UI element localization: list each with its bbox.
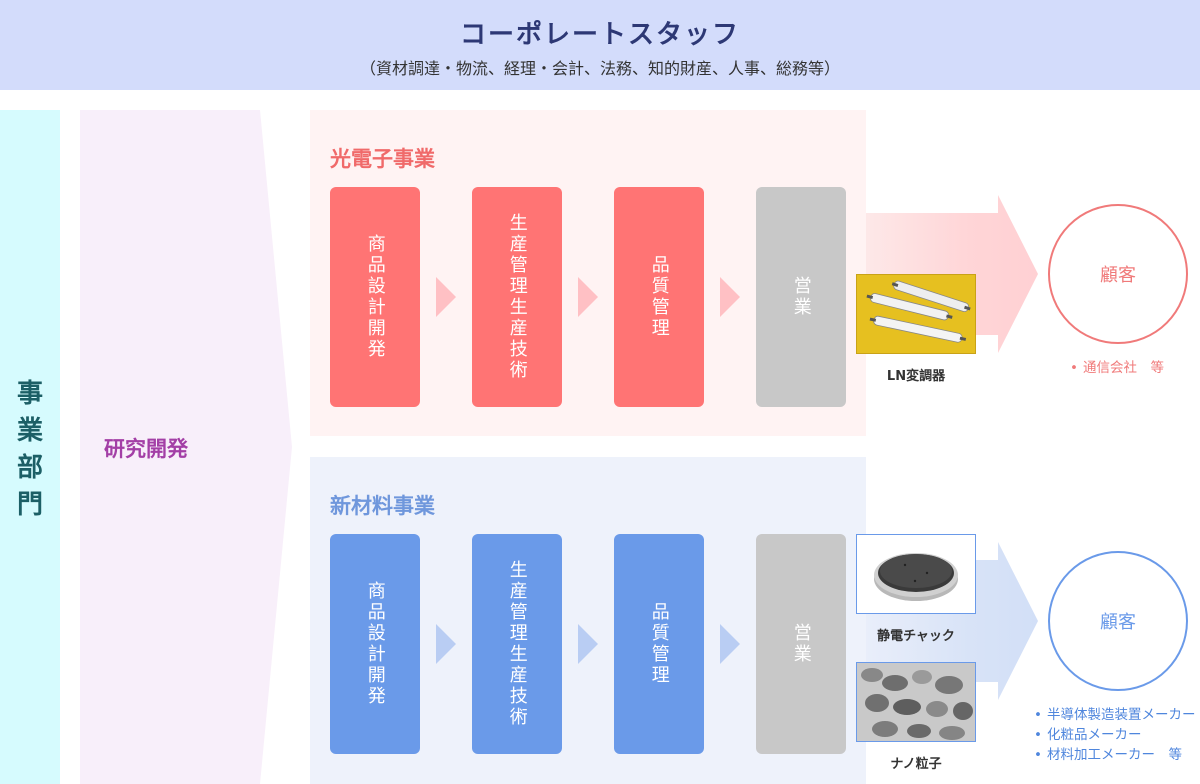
nanoparticle-photo: [856, 662, 976, 742]
chevron-right-icon: [578, 624, 598, 664]
mat-step-sales: 営業: [756, 534, 846, 754]
new-materials-title: 新材料事業: [330, 494, 435, 518]
materials-customer-circle: 顧客: [1048, 551, 1188, 691]
opto-step-quality-control: 品質管理: [614, 187, 704, 407]
ln-modulator-image: [856, 274, 976, 354]
chevron-right-icon: [578, 277, 598, 317]
nanoparticle-image: [857, 663, 975, 741]
rnd-arrow-shape: [80, 110, 292, 784]
electrostatic-chuck-photo: [856, 534, 976, 614]
list-item: 半導体製造装置メーカー: [1034, 705, 1196, 725]
nanoparticle-caption: ナノ粒子: [890, 757, 942, 772]
ln-modulator-caption: LN変調器: [886, 369, 946, 384]
rnd-label: 研究開発: [104, 437, 188, 461]
list-item: 通信会社 等: [1070, 358, 1164, 378]
electrostatic-chuck-image: [857, 535, 975, 613]
opto-step-production: 生産管理 生産技術: [472, 187, 562, 407]
opto-step-sales: 営業: [756, 187, 846, 407]
electrostatic-chuck-caption: 静電チャック: [877, 629, 955, 644]
chevron-right-icon: [720, 624, 740, 664]
mat-step-quality-control: 品質管理: [614, 534, 704, 754]
opto-step-product-design: 商品設計開発: [330, 187, 420, 407]
chevron-right-icon: [436, 624, 456, 664]
corporate-staff-title: コーポレートスタッフ: [459, 20, 740, 50]
ln-modulator-photo: [856, 274, 976, 354]
corporate-staff-banner: コーポレートスタッフ （資材調達・物流、経理・会計、法務、知的財産、人事、総務等…: [0, 0, 1200, 90]
business-division-bar: [0, 110, 60, 784]
chevron-right-icon: [720, 277, 740, 317]
list-item: 材料加工メーカー 等: [1034, 745, 1195, 765]
opto-customer-circle: 顧客: [1048, 204, 1188, 344]
materials-customer-list: 半導体製造装置メーカー 化粧品メーカー 材料加工メーカー 等: [1034, 705, 1196, 765]
business-division-label: 事 業 部 門: [16, 379, 43, 520]
mat-step-product-design: 商品設計開発: [330, 534, 420, 754]
list-item: 化粧品メーカー: [1034, 725, 1195, 745]
chevron-right-icon: [436, 277, 456, 317]
corporate-staff-subtitle: （資材調達・物流、経理・会計、法務、知的財産、人事、総務等）: [359, 59, 840, 78]
opto-customer-list: 通信会社 等: [1070, 358, 1164, 378]
optoelectronics-title: 光電子事業: [330, 147, 435, 171]
mat-step-production: 生産管理 生産技術: [472, 534, 562, 754]
